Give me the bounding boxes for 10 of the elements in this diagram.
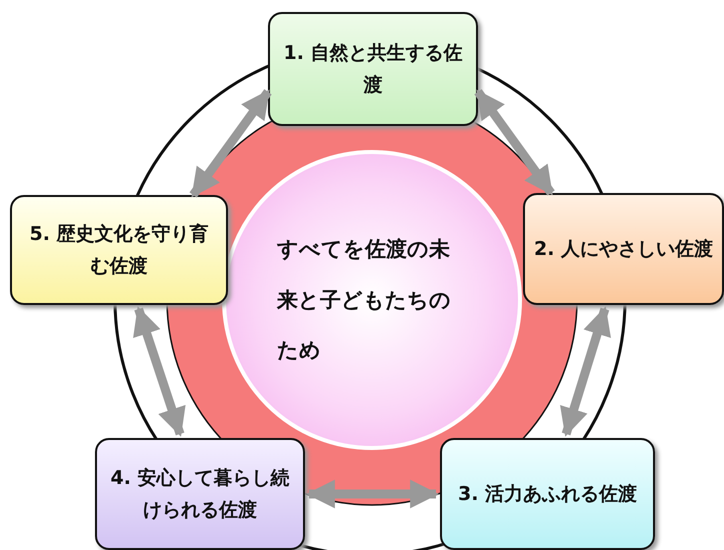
double-arrow [189, 89, 272, 198]
goal-box: 3. 活力あふれる佐渡 [440, 438, 655, 550]
double-arrow [560, 306, 611, 437]
goal-box: 2. 人にやさしい佐渡 [523, 193, 724, 305]
goal-box: 5. 歴史文化を守り育む佐渡 [10, 195, 228, 305]
double-arrow [474, 89, 555, 196]
goal-box: 4. 安心して暮らし続けられる佐渡 [95, 438, 305, 550]
double-arrow [306, 480, 439, 508]
goal-box: 1. 自然と共生する佐渡 [268, 12, 478, 126]
double-arrow [133, 306, 186, 437]
